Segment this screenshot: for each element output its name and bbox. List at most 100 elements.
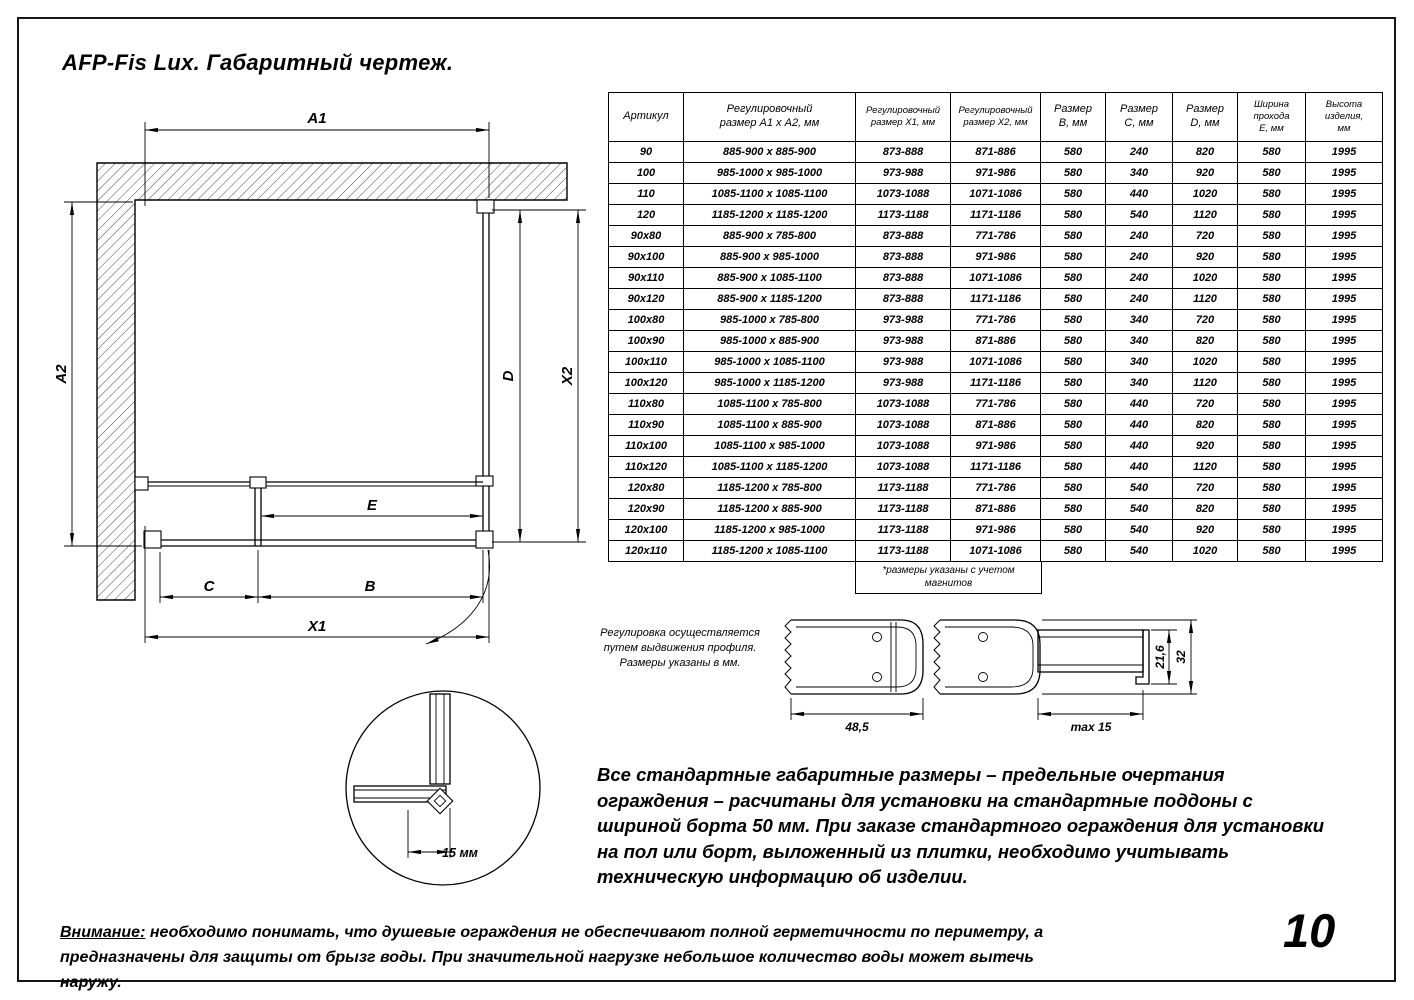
cell-artikul: 110x90 [608,414,684,436]
table-cell: 440 [1105,183,1173,205]
table-cell: 580 [1040,498,1106,520]
table-cell: 580 [1040,540,1106,562]
dimension-detail-15mm: 15 мм [407,808,478,860]
cell-artikul: 120 [608,204,684,226]
table-cell: 580 [1040,519,1106,541]
table-cell: 1995 [1305,393,1383,415]
dim-label-x1: X1 [307,618,326,635]
table-cell: 580 [1237,183,1306,205]
dim-label-b: B [365,578,376,595]
adjustment-note: Регулировка осуществляется путем выдвиже… [600,627,760,669]
table-cell: 580 [1040,309,1106,331]
table-cell: 1073-1088 [855,183,951,205]
table-cell: 580 [1040,162,1106,184]
col-header-e: Ширина прохода E, мм [1237,92,1306,142]
table-cell: 240 [1105,225,1173,247]
table-cell: 1995 [1305,162,1383,184]
table-cell: 873-888 [855,225,951,247]
cell-artikul: 100x110 [608,351,684,373]
dimension-21-6: 21,6 [1151,629,1177,685]
table-cell: 580 [1237,351,1306,373]
detail-view-circle: 15 мм [345,690,541,886]
table-cell: 871-886 [950,141,1041,163]
table-cell: 1071-1086 [950,351,1041,373]
dim-label-max-15: max 15 [1071,720,1112,734]
table-cell: 580 [1040,414,1106,436]
table-cell: 1995 [1305,372,1383,394]
dim-label-15mm: 15 мм [442,846,478,860]
table-cell: 1073-1088 [855,414,951,436]
cell-artikul: 110x80 [608,393,684,415]
cell-artikul: 90x100 [608,246,684,268]
table-cell: 1995 [1305,351,1383,373]
cell-artikul: 110x120 [608,456,684,478]
dim-label-32: 32 [1174,650,1188,664]
table-cell: 580 [1040,330,1106,352]
table-cell: 580 [1237,435,1306,457]
table-cell: 580 [1040,435,1106,457]
table-cell: 1995 [1305,414,1383,436]
dimension-x2: X2 [492,209,586,543]
table-cell: 240 [1105,288,1173,310]
table-cell: 971-986 [950,519,1041,541]
walls-hatched [96,162,568,601]
table-cell: 540 [1105,519,1173,541]
dimension-e: E [261,497,483,519]
table-cell: 580 [1237,393,1306,415]
table-cell: 1173-1188 [855,519,951,541]
table-header: Артикул Регулировочный размер A1 х A2, м… [608,92,1383,142]
dimension-max-15: max 15 [1037,690,1144,734]
cell-artikul: 100 [608,162,684,184]
table-cell: 580 [1040,477,1106,499]
info-paragraph: Все стандартные габаритные размеры – пре… [597,764,1325,888]
table-cell: 540 [1105,540,1173,562]
table-cell: 1995 [1305,309,1383,331]
cell-artikul: 120x100 [608,519,684,541]
table-cell: 1120 [1172,204,1238,226]
table-cell: 240 [1105,141,1173,163]
table-cell: 580 [1237,246,1306,268]
table-cell: 440 [1105,456,1173,478]
dimension-a1: A1 [144,110,490,206]
table-cell: 1995 [1305,498,1383,520]
table-cell: 1995 [1305,225,1383,247]
table-cell: 580 [1237,498,1306,520]
table-cell: 580 [1040,372,1106,394]
table-cell: 1171-1186 [950,204,1041,226]
table-cell: 580 [1237,288,1306,310]
dimension-a2: A2 [53,201,142,547]
cell-artikul: 90x80 [608,225,684,247]
col-header-a1a2: Регулировочный размер A1 х A2, мм [683,92,856,142]
table-cell: 440 [1105,414,1173,436]
table-cell: 240 [1105,267,1173,289]
dimensional-drawing: A1 A2 X2 D E C [53,110,586,886]
page-number: 10 [1283,904,1336,957]
table-cell: 920 [1172,519,1238,541]
table-cell: 1120 [1172,456,1238,478]
table-cell: 885-900 х 885-900 [683,141,856,163]
table-cell: 1173-1188 [855,498,951,520]
table-cell: 871-886 [950,330,1041,352]
table-cell: 240 [1105,246,1173,268]
dim-label-e: E [367,497,378,514]
table-cell: 1073-1088 [855,456,951,478]
profile-cross-sections: 48,5 21,6 32 ma [784,619,1197,734]
table-cell: 1171-1186 [950,288,1041,310]
table-cell: 1085-1100 х 1085-1100 [683,183,856,205]
table-cell: 580 [1237,204,1306,226]
table-cell: 580 [1237,372,1306,394]
dim-label-c: C [204,578,216,595]
dimension-x1: X1 [144,526,490,643]
dimension-48-5: 48,5 [790,698,924,734]
table-cell: 580 [1040,204,1106,226]
table-cell: 920 [1172,246,1238,268]
table-cell: 580 [1040,225,1106,247]
